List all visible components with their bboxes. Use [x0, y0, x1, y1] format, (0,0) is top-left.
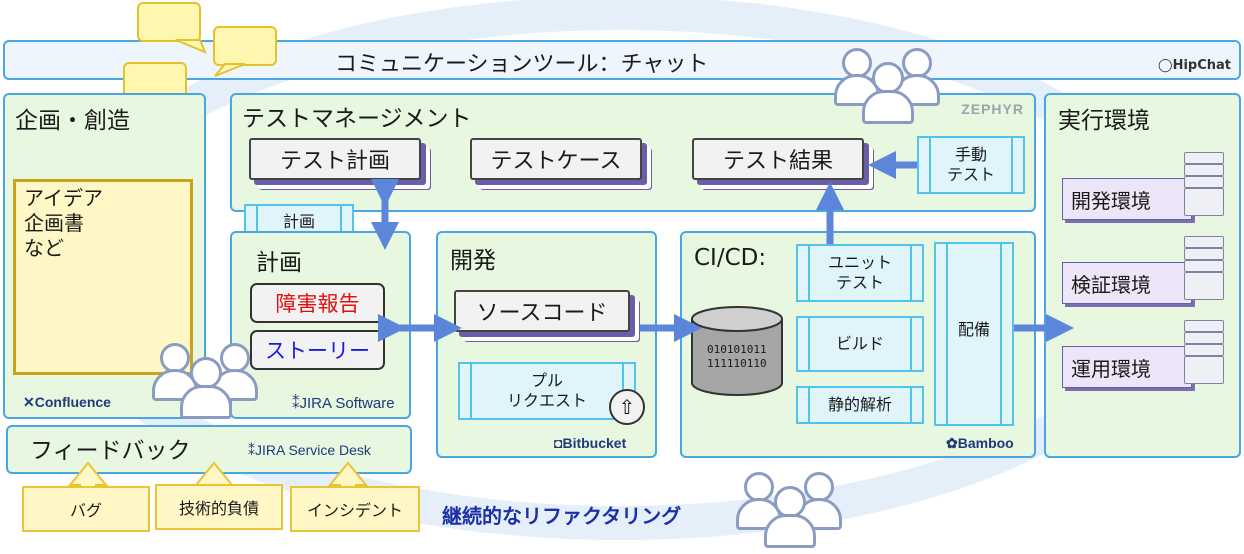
chat-banner-label: コミュニケーションツール：チャット — [335, 52, 709, 77]
doc-test-results: テスト結果 — [692, 138, 864, 180]
people-icon — [736, 472, 846, 548]
bamboo-logo: ✿Bamboo — [946, 435, 1014, 451]
feedback-tech-debt: 技術的負債 — [155, 484, 283, 530]
database-icon — [691, 306, 783, 396]
share-icon: ⇧ — [609, 389, 645, 425]
server-icon — [1184, 236, 1224, 300]
cicd-title: CI/CD: — [694, 245, 767, 271]
env-dev-label: 開発環境 — [1071, 188, 1151, 213]
feedback-title: フィードバック — [30, 438, 191, 464]
issue-report: 障害報告 — [250, 283, 385, 323]
unit-test-step: ユニット テスト — [796, 244, 924, 302]
feedback-panel: フィードバック ⁑JIRA Service Desk — [6, 425, 412, 474]
planning-title: 企画・創造 — [15, 108, 130, 134]
binary-line: 010101011 — [707, 343, 767, 356]
binary-line: 111110110 — [707, 357, 767, 370]
static-analysis-step: 静的解析 — [796, 386, 924, 424]
bitbucket-logo: ◘Bitbucket — [554, 435, 627, 451]
source-code-doc: ソースコード — [454, 290, 630, 332]
server-icon — [1184, 320, 1224, 384]
idea-note-line: など — [24, 236, 64, 260]
idea-note-line: アイデア — [24, 186, 103, 210]
people-icon — [834, 48, 944, 124]
jira-service-desk-logo: ⁑JIRA Service Desk — [248, 442, 371, 458]
dev-title: 開発 — [450, 248, 496, 274]
plan-title: 計画 — [256, 250, 302, 276]
hipchat-icon: ◯ — [1158, 58, 1173, 73]
bitbucket-icon: ◘ — [554, 435, 563, 451]
server-icon — [1184, 152, 1224, 216]
confluence-logo: ✕Confluence — [23, 394, 111, 410]
env-title: 実行環境 — [1058, 108, 1150, 134]
env-prod: 運用環境 — [1062, 346, 1192, 388]
build-step: ビルド — [796, 316, 924, 372]
idea-note-line: 企画書 — [24, 211, 84, 235]
story-label: ストーリー — [265, 339, 370, 363]
chat-bubble-icon — [137, 2, 201, 42]
deploy-step: 配備 — [934, 242, 1014, 426]
confluence-icon: ✕ — [23, 394, 35, 410]
zephyr-logo: ZEPHYR — [961, 101, 1024, 117]
jira-icon: ⁑ — [292, 395, 300, 412]
refactoring-label: 継続的なリファクタリング — [442, 504, 682, 528]
bamboo-icon: ✿ — [946, 435, 958, 451]
deploy-label: 配備 — [957, 320, 990, 339]
env-prod-label: 運用環境 — [1071, 356, 1151, 381]
hipchat-logo: ◯HipChat — [1158, 58, 1231, 73]
test-management-title: テストマネージメント — [242, 106, 472, 132]
feedback-bug: バグ — [22, 486, 150, 532]
doc-test-cases: テストケース — [470, 138, 642, 180]
feedback-incident: インシデント — [290, 486, 420, 532]
issue-report-label: 障害報告 — [275, 292, 360, 316]
pull-request-box: プル リクエスト — [458, 362, 636, 420]
chat-banner: コミュニケーションツール：チャット ◯HipChat — [3, 40, 1241, 80]
jira-icon: ⁑ — [248, 442, 255, 458]
env-staging-label: 検証環境 — [1071, 272, 1151, 297]
manual-test-box: 手動 テスト — [917, 136, 1025, 194]
story: ストーリー — [250, 330, 385, 370]
idea-note: アイデア 企画書 など — [13, 179, 193, 375]
doc-test-plan: テスト計画 — [249, 138, 421, 180]
people-icon — [152, 343, 262, 419]
jira-software-logo: ⁑JIRA Software — [292, 395, 395, 412]
